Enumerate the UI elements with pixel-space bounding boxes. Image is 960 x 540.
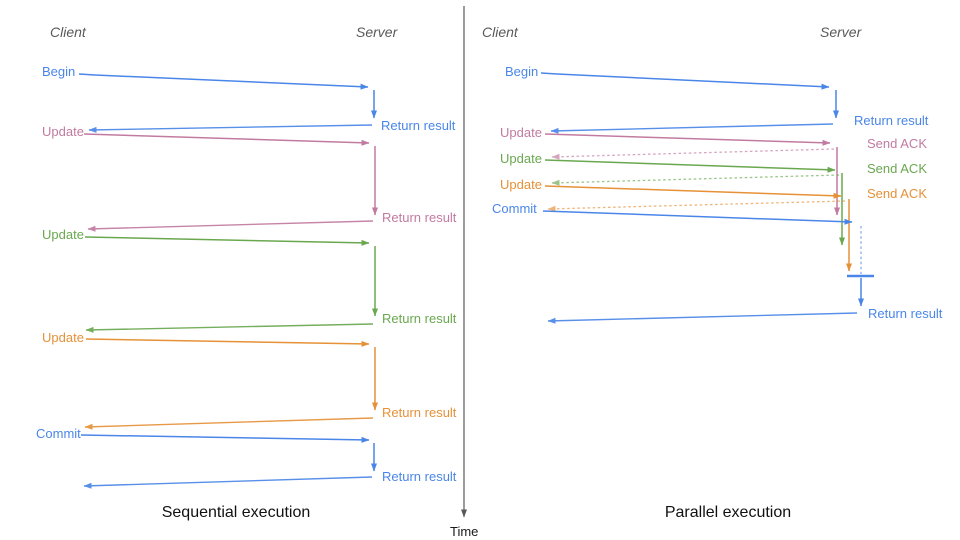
response-label: Send ACK <box>867 161 927 176</box>
request-line <box>544 159 836 173</box>
server-header: Server <box>356 24 399 40</box>
return-line <box>547 312 858 324</box>
message-label: Update <box>42 227 84 242</box>
client-header: Client <box>482 24 519 40</box>
par-message-update2: Update Send ACK <box>500 151 927 246</box>
par-message-update3: Update Send ACK <box>500 177 927 272</box>
return-line <box>83 476 373 489</box>
ack-dotted-line <box>547 200 846 212</box>
request-line <box>83 133 370 146</box>
request-line <box>85 338 370 347</box>
response-label: Return result <box>868 306 943 321</box>
return-line <box>88 124 373 133</box>
request-line <box>80 434 370 443</box>
par-message-update1: Update Send ACK <box>500 125 927 216</box>
response-label: Send ACK <box>867 136 927 151</box>
message-label: Begin <box>42 64 75 79</box>
ack-dotted-line <box>551 174 840 186</box>
request-line <box>84 236 370 246</box>
time-axis-label: Time <box>450 524 478 539</box>
request-line <box>78 73 369 90</box>
request-line <box>542 210 853 225</box>
response-label: Return result <box>381 118 456 133</box>
message-label: Update <box>500 125 542 140</box>
message-label: Update <box>500 177 542 192</box>
seq-message-update1: Update Return result <box>42 124 457 232</box>
seq-message-update3: Update Return result <box>42 330 457 430</box>
return-line <box>87 220 374 232</box>
message-label: Update <box>500 151 542 166</box>
request-line <box>544 133 831 146</box>
message-label: Commit <box>36 426 81 441</box>
message-label: Begin <box>505 64 538 79</box>
diagram-caption: Parallel execution <box>665 504 791 521</box>
request-line <box>540 72 830 90</box>
response-label: Return result <box>382 405 457 420</box>
seq-message-begin: Begin Return result <box>42 64 456 133</box>
server-header: Server <box>820 24 863 40</box>
time-axis: Time <box>450 6 478 539</box>
message-label: Update <box>42 124 84 139</box>
par-message-begin: Begin Return result <box>505 64 929 134</box>
seq-message-update2: Update Return result <box>42 227 457 333</box>
request-line <box>544 185 842 199</box>
ack-dotted-line <box>551 148 835 160</box>
return-line <box>85 323 374 333</box>
seq-message-commit: Commit Return result <box>36 426 457 489</box>
message-label: Update <box>42 330 84 345</box>
response-label: Return result <box>382 311 457 326</box>
response-label: Return result <box>382 210 457 225</box>
response-label: Return result <box>854 113 929 128</box>
sequential-diagram: Client Server Begin Return result Update… <box>36 24 457 521</box>
client-header: Client <box>50 24 87 40</box>
return-line <box>550 123 834 134</box>
parallel-diagram: Client Server Begin Return result Update… <box>482 24 943 521</box>
response-label: Return result <box>382 469 457 484</box>
response-label: Send ACK <box>867 186 927 201</box>
message-label: Commit <box>492 201 537 216</box>
par-message-commit: Commit Return result <box>492 201 943 324</box>
diagram-caption: Sequential execution <box>162 504 311 521</box>
return-line <box>84 417 374 430</box>
